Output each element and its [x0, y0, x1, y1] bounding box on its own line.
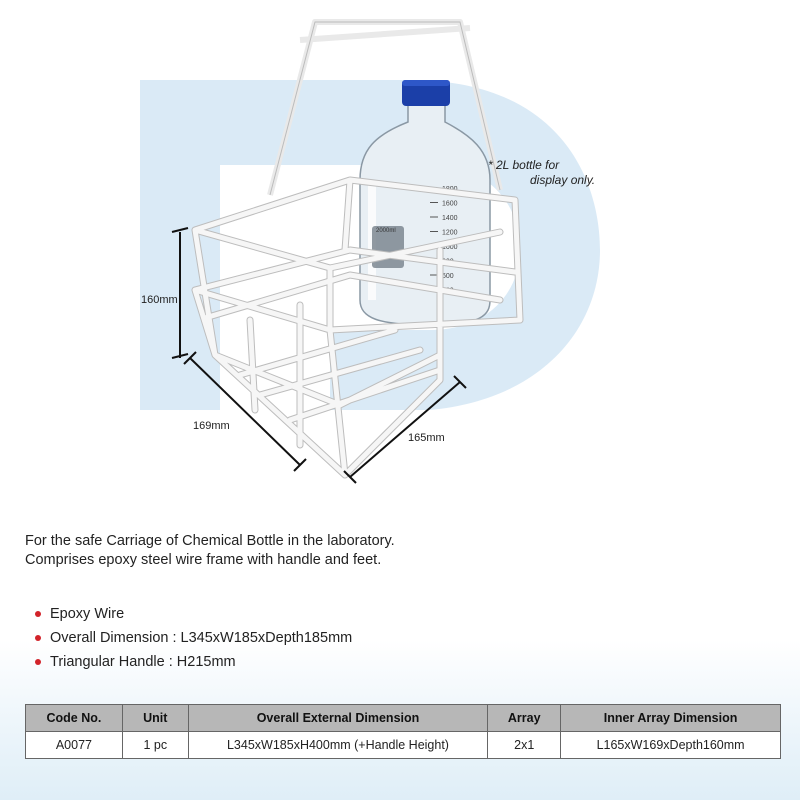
table-row: A0077 1 pc L345xW185xH400mm (+Handle Hei… — [25, 731, 781, 759]
cell-code-no: A0077 — [25, 731, 123, 759]
cell-inner-array-dimension: L165xW169xDepth160mm — [560, 731, 781, 759]
graduation-label: 600 — [442, 273, 454, 280]
cell-overall-dimension: L345xW185xH400mm (+Handle Height) — [187, 731, 489, 759]
header-overall-dimension: Overall External Dimension — [187, 704, 489, 732]
bullet-icon — [35, 659, 41, 665]
wire-rack — [191, 176, 524, 479]
cell-unit: 1 pc — [121, 731, 189, 759]
bullet-icon — [35, 635, 41, 641]
spec-table: Code No. Unit Overall External Dimension… — [25, 704, 781, 759]
header-inner-array-dimension: Inner Array Dimension — [560, 704, 781, 732]
bullet-icon — [35, 611, 41, 617]
dimension-lines — [171, 227, 467, 484]
cell-array: 2x1 — [487, 731, 562, 759]
svg-text:2000ml: 2000ml — [376, 228, 396, 234]
graduation-label: 1600 — [442, 201, 458, 208]
height-dimension-label: 160mm — [141, 294, 178, 306]
header-array: Array — [487, 704, 562, 732]
header-unit: Unit — [121, 704, 189, 732]
display-note-line2: display only. — [530, 173, 596, 187]
table-header-row: Code No. Unit Overall External Dimension… — [25, 704, 781, 732]
width-dimension-label: 169mm — [193, 420, 230, 432]
feature-list: Epoxy Wire Overall Dimension : L345xW185… — [35, 602, 352, 674]
bottle-cap — [402, 80, 450, 106]
graduation-label: 1200 — [442, 230, 458, 237]
product-description: For the safe Carriage of Chemical Bottle… — [25, 532, 725, 570]
description-line1: For the safe Carriage of Chemical Bottle… — [25, 533, 395, 549]
description-line2: Comprises epoxy steel wire frame with ha… — [25, 552, 382, 568]
graduation-label: 1000 — [442, 244, 458, 251]
header-code-no: Code No. — [25, 704, 123, 732]
display-note: * 2L bottle for display only. — [488, 158, 628, 188]
feature-item: Epoxy Wire — [35, 602, 352, 626]
display-note-line1: * 2L bottle for — [488, 158, 560, 172]
feature-item: Overall Dimension : L345xW185xDepth185mm — [35, 626, 352, 650]
feature-item: Triangular Handle : H215mm — [35, 650, 352, 674]
length-dimension-label: 165mm — [408, 432, 445, 444]
graduation-label: 1400 — [442, 215, 458, 222]
